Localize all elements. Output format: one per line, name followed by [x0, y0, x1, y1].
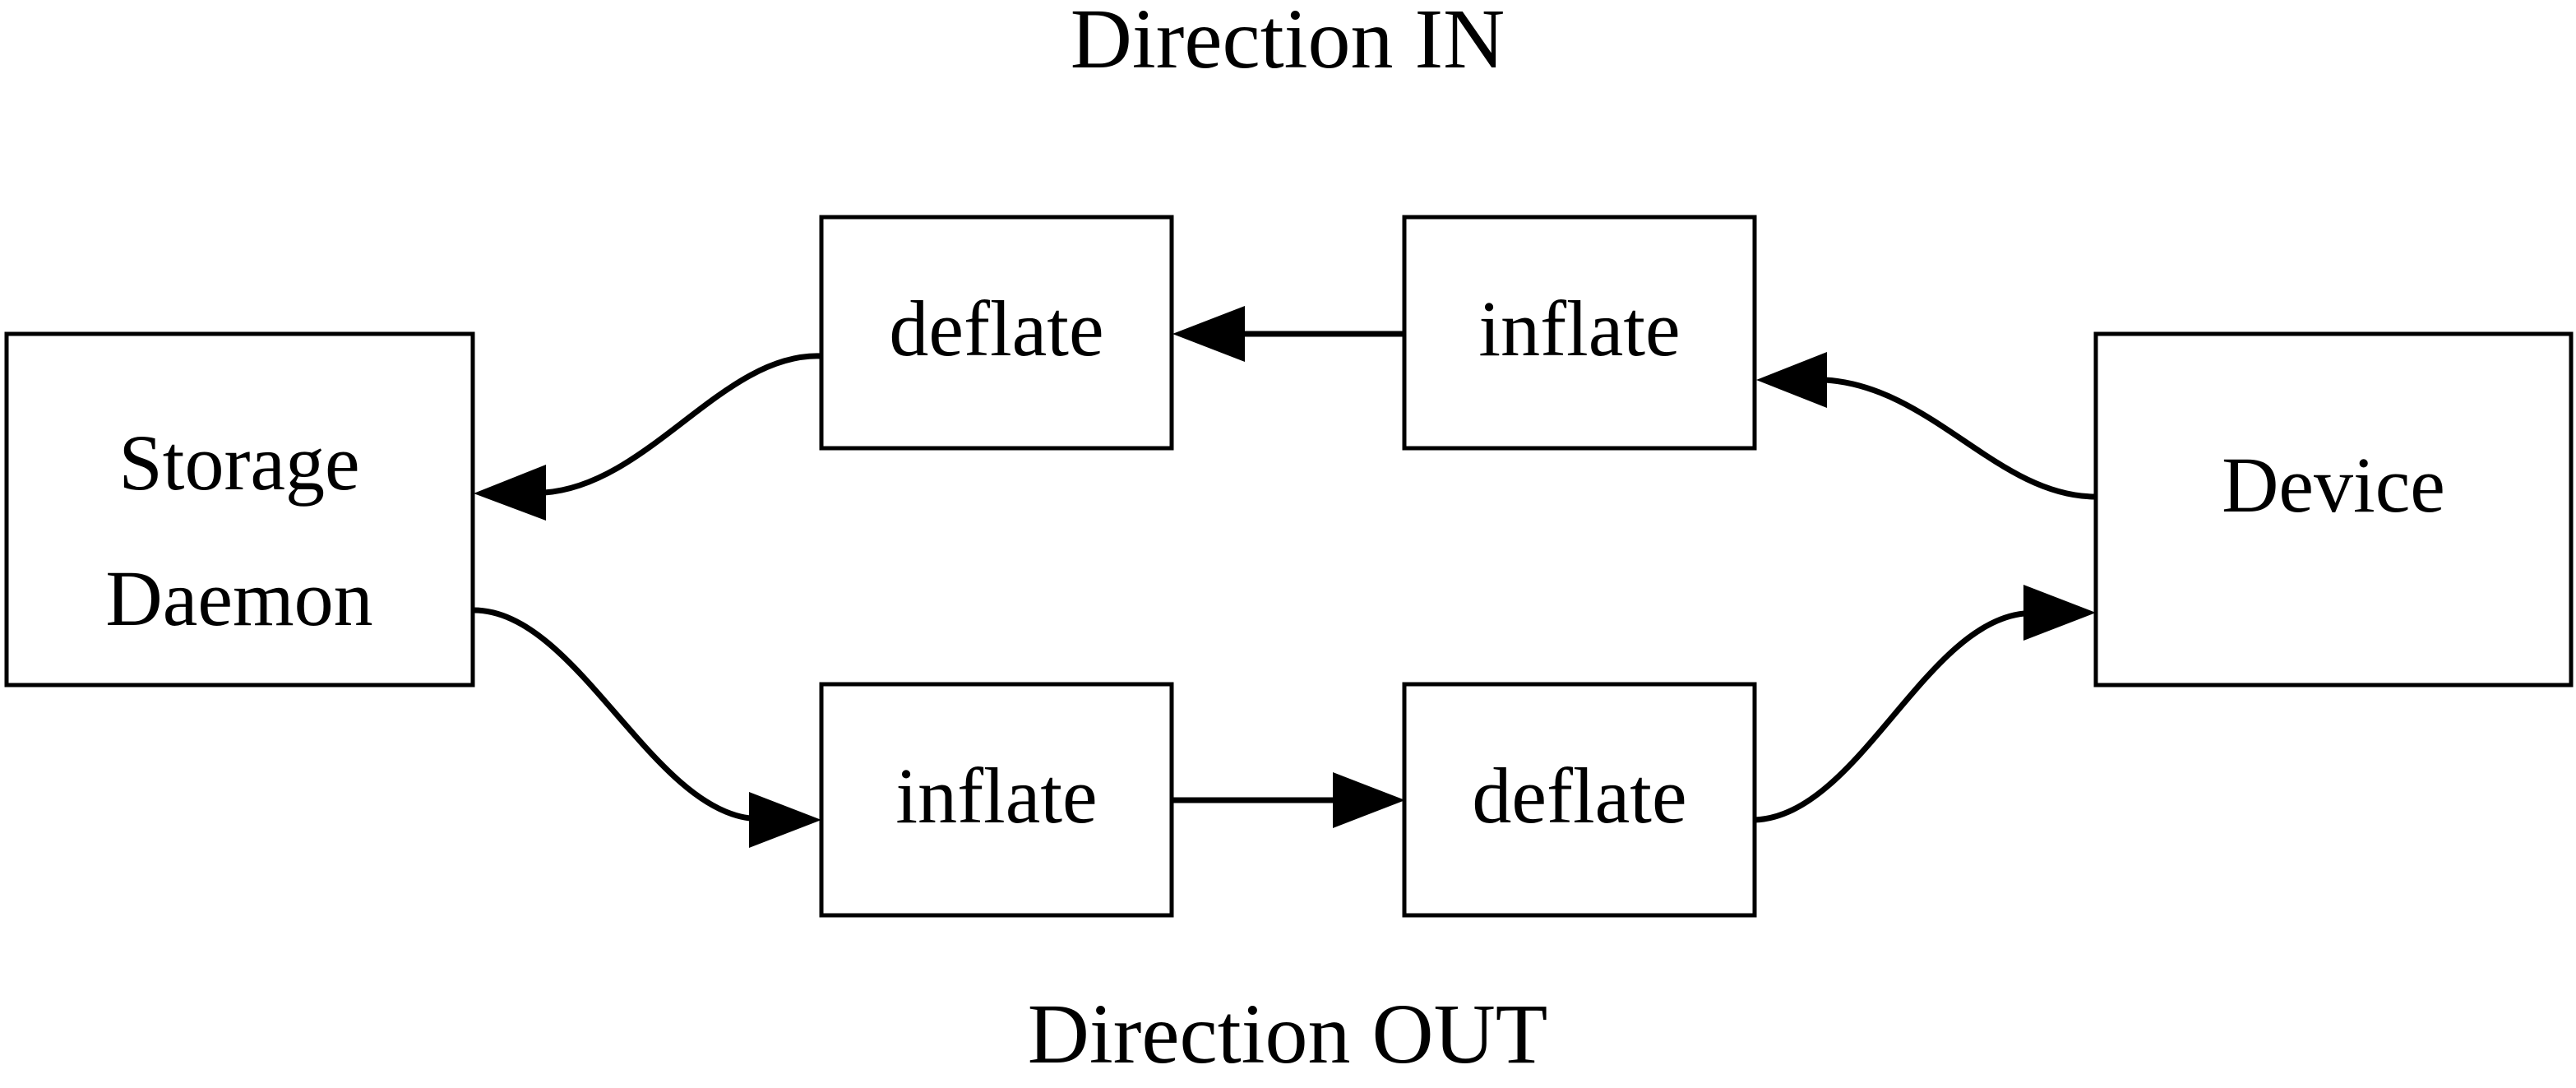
node-storage-daemon-box[interactable] — [4, 331, 475, 688]
node-bottom-deflate-box[interactable] — [1402, 682, 1757, 918]
arrowhead-right-to-bottom-inflate — [749, 792, 821, 848]
arrowhead-left-to-top-deflate — [1172, 306, 1245, 362]
node-bottom-inflate-box[interactable] — [819, 682, 1174, 918]
edge-storage-daemon-to-bottom-inflate-line — [473, 607, 751, 822]
arrowhead-right-to-device — [2023, 585, 2096, 641]
edge-storage-daemon-to-bottom-inflate — [473, 607, 821, 848]
node-storage-daemon-label-line2: Daemon — [105, 554, 372, 642]
edge-device-to-top-inflate — [1756, 352, 2097, 500]
edge-device-to-top-inflate-line — [1824, 377, 2097, 500]
arrowhead-right-to-bottom-deflate — [1333, 772, 1405, 828]
node-bottom-deflate-label: deflate — [1472, 752, 1686, 840]
node-bottom-inflate-label: inflate — [895, 752, 1097, 840]
arrowhead-left-to-storage-daemon — [474, 465, 546, 521]
edge-bottom-deflate-to-device-line — [1754, 610, 2025, 823]
node-storage-daemon-label-line1: Storage — [118, 419, 359, 507]
caption-direction-in: Direction IN — [1071, 0, 1505, 86]
edge-top-deflate-to-storage-daemon — [474, 353, 822, 521]
arrowhead-left-to-top-inflate — [1756, 352, 1827, 408]
node-device-label: Device — [2222, 441, 2445, 529]
edge-bottom-inflate-to-bottom-deflate — [1172, 772, 1405, 828]
edge-top-deflate-to-storage-daemon-line — [543, 353, 822, 496]
node-top-inflate-box[interactable] — [1402, 215, 1757, 451]
node-top-inflate-label: inflate — [1478, 285, 1680, 373]
edge-bottom-deflate-to-device — [1754, 585, 2096, 823]
edge-top-inflate-to-top-deflate — [1172, 306, 1404, 362]
node-top-deflate-label: deflate — [889, 285, 1103, 373]
node-top-deflate-box[interactable] — [819, 215, 1174, 451]
caption-direction-out: Direction OUT — [1028, 987, 1547, 1081]
node-device-box[interactable] — [2093, 331, 2574, 688]
